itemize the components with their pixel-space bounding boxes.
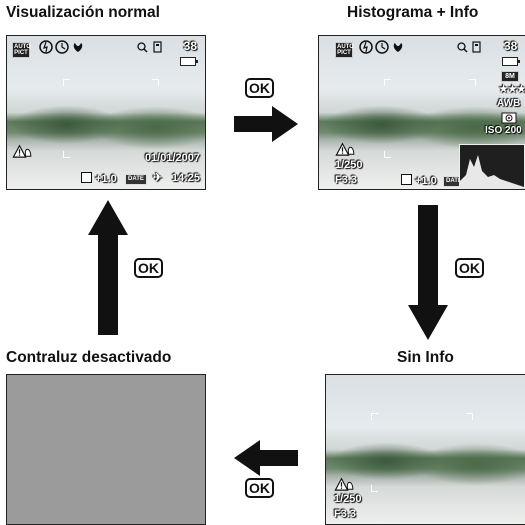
zoom-icon xyxy=(457,42,468,53)
histogram-curve xyxy=(460,155,524,189)
shutter-speed: 1/250 xyxy=(334,493,362,505)
date-imprint-badge: DATE xyxy=(125,174,147,185)
aperture-value: F3.3 xyxy=(334,508,357,520)
shake-warning-icon xyxy=(335,142,355,156)
ok-button-icon: OK xyxy=(455,258,484,278)
metering-icon xyxy=(501,112,517,124)
ok-button-icon: OK xyxy=(245,78,274,98)
self-timer-icon xyxy=(375,40,389,54)
time-value: 14:25 xyxy=(171,172,200,184)
flash-off-icon xyxy=(39,40,53,54)
iso-value: ISO 200 xyxy=(485,125,522,136)
battery-icon xyxy=(180,57,198,66)
self-timer-icon xyxy=(55,40,69,54)
battery-icon xyxy=(502,57,520,66)
screen-normal: AUTO PICT 38 01/01/2007 +1.0 DATE ✈ 14:2… xyxy=(6,35,206,190)
arrow-right xyxy=(234,106,298,142)
date-value: 01/01/2007 xyxy=(144,152,200,164)
auto-pict-badge: AUTO PICT xyxy=(335,42,354,58)
quality-stars: ★★★ xyxy=(499,84,525,95)
focus-frame-corner xyxy=(371,413,378,420)
flash-off-icon xyxy=(359,40,373,54)
memory-card-icon xyxy=(472,41,481,53)
arrow-down xyxy=(408,205,448,340)
photo-preview xyxy=(7,36,205,189)
focus-frame-corner xyxy=(466,413,473,420)
focus-frame-corner xyxy=(63,151,70,158)
auto-pict-badge: AUTO PICT xyxy=(12,42,31,58)
arrow-up xyxy=(88,200,128,335)
focus-frame-corner xyxy=(371,485,378,492)
airplane-icon: ✈ xyxy=(153,172,163,184)
photo-preview xyxy=(326,375,525,524)
aperture-value: F3.3 xyxy=(335,174,358,186)
ev-icon xyxy=(81,172,92,183)
shutter-speed: 1/250 xyxy=(335,159,363,171)
white-balance: AWB xyxy=(497,98,521,109)
screen-noinfo: 1/250 F3.3 xyxy=(325,374,525,525)
panel-title-histogram: Histograma + Info xyxy=(347,4,479,21)
panel-title-normal: Visualización normal xyxy=(6,4,160,21)
macro-icon xyxy=(393,43,403,52)
shots-remaining: 38 xyxy=(504,39,518,53)
shake-warning-icon xyxy=(334,477,354,491)
memory-card-icon xyxy=(153,41,162,53)
screen-histogram: AUTO PICT 38 8M ★★★ AWB ISO 200 1/250 F3… xyxy=(318,35,525,190)
screen-backlight-off xyxy=(6,374,206,525)
focus-frame-corner xyxy=(152,79,159,86)
ev-value: +1.0 xyxy=(95,173,117,185)
shots-remaining: 38 xyxy=(183,39,197,53)
panel-title-backlight: Contraluz desactivado xyxy=(6,349,172,366)
arrow-left xyxy=(234,440,298,476)
ev-compensation: +1.0 xyxy=(401,174,437,187)
ev-compensation: +1.0 xyxy=(81,172,117,185)
shake-warning-icon xyxy=(12,144,32,158)
ev-value: +1.0 xyxy=(415,175,437,187)
ok-button-icon: OK xyxy=(245,478,274,498)
histogram-graph xyxy=(459,144,525,189)
focus-frame-corner xyxy=(152,151,159,158)
focus-frame-corner xyxy=(63,79,70,86)
blank-grey-display xyxy=(7,375,205,524)
focus-frame-corner xyxy=(384,79,391,86)
zoom-icon xyxy=(137,42,148,53)
image-size-badge: 8M xyxy=(501,71,519,82)
focus-frame-corner xyxy=(469,79,476,86)
ok-button-icon: OK xyxy=(134,258,163,278)
panel-title-noinfo: Sin Info xyxy=(397,349,454,366)
macro-icon xyxy=(73,43,83,52)
focus-frame-corner xyxy=(384,151,391,158)
ev-icon xyxy=(401,174,412,185)
